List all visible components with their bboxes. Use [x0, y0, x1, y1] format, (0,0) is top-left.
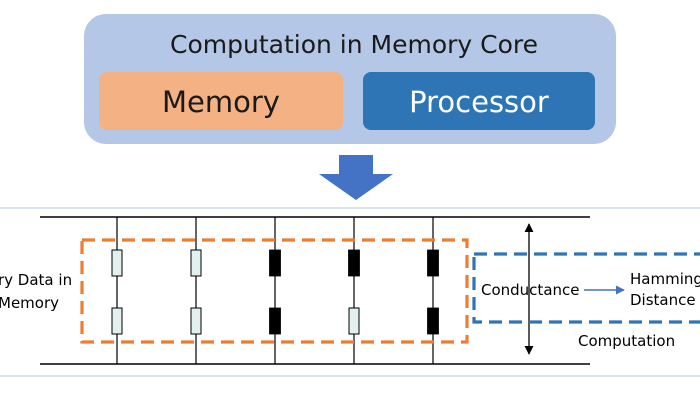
- memory-data-label-line2: Memory: [0, 294, 59, 312]
- memory-block: [99, 72, 343, 130]
- memristor-cell-low: [111, 307, 123, 335]
- memristor-cell-high: [269, 249, 281, 277]
- processor-block: [363, 72, 595, 130]
- down-arrow-icon: [319, 155, 393, 200]
- computation-dashed-box: [472, 252, 700, 324]
- memory-data-label-line1: ry Data in: [0, 271, 72, 289]
- computation-label: Computation: [578, 332, 675, 350]
- conductance-label: Conductance: [481, 281, 580, 299]
- memristor-cell-high: [427, 307, 439, 335]
- memory-label: Memory: [162, 85, 280, 119]
- memristor-cell-low: [190, 249, 202, 277]
- hamming-label-line2: Distance: [630, 291, 696, 309]
- memristor-cell-high: [348, 249, 360, 277]
- crossbar-columns: [111, 217, 439, 364]
- memory-data-dashed-box: [80, 238, 469, 344]
- memristor-cell-high: [269, 307, 281, 335]
- memristor-cell-low: [190, 307, 202, 335]
- memristor-cell-low: [348, 307, 360, 335]
- processor-label: Processor: [409, 85, 549, 119]
- core-title: Computation in Memory Core: [170, 30, 538, 59]
- memristor-cell-low: [111, 249, 123, 277]
- memristor-cell-high: [427, 249, 439, 277]
- hamming-label-line1: Hamming: [630, 270, 700, 288]
